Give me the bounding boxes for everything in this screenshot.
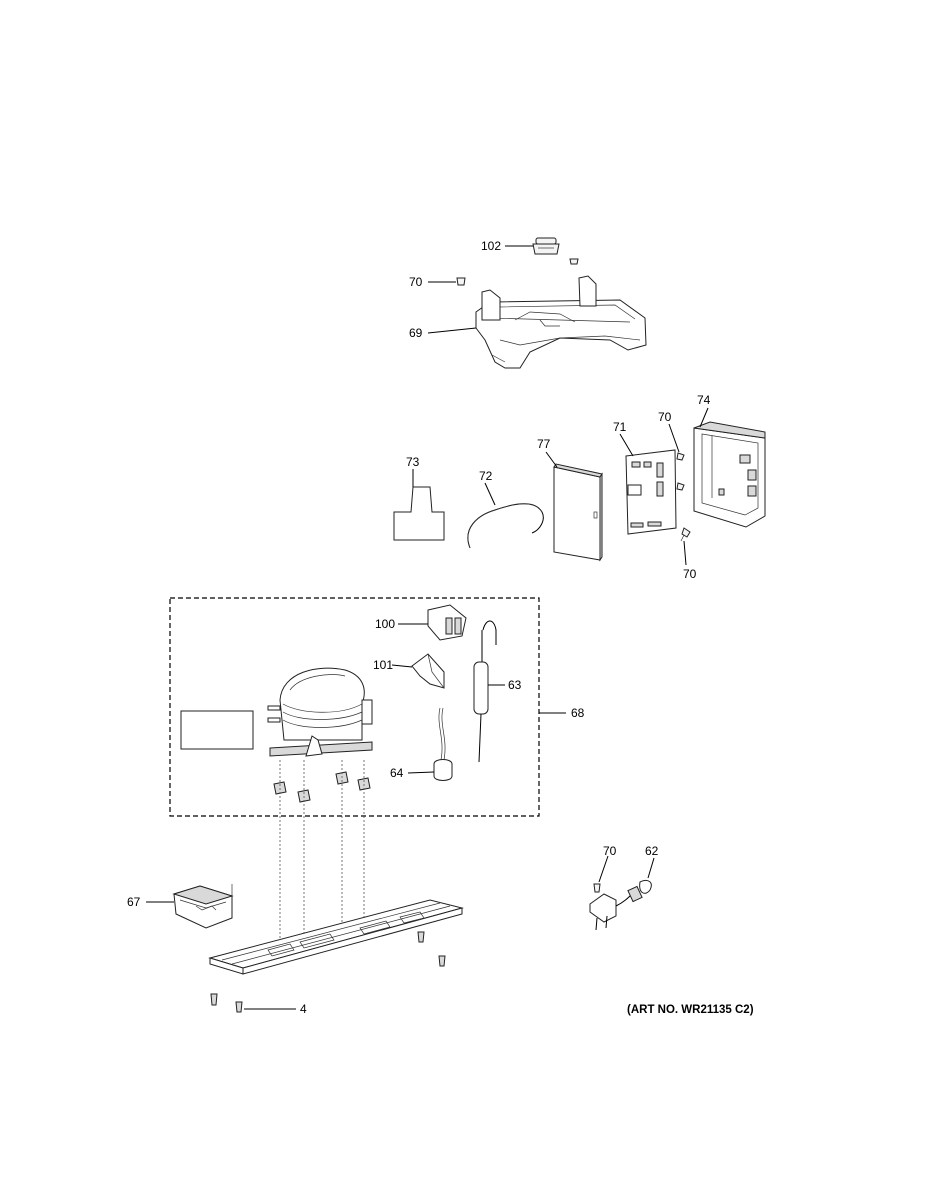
base-rail[interactable]: [208, 899, 464, 975]
callout-70-top: 70: [409, 275, 423, 289]
part-70-screw-box[interactable]: [680, 527, 691, 542]
part-70-screw-board[interactable]: [676, 452, 685, 491]
part-73-foam-block[interactable]: [393, 486, 445, 541]
group-68-frame: [169, 597, 540, 817]
part-67-cover-box[interactable]: [172, 884, 234, 929]
callout-68: 68: [571, 706, 585, 720]
leader-101: [391, 664, 413, 668]
part-100-relay[interactable]: [427, 604, 467, 641]
part-102-cap[interactable]: [532, 237, 560, 255]
compressor[interactable]: [267, 667, 373, 757]
callout-62: 62: [645, 844, 659, 858]
leader-70-cord: [598, 855, 609, 883]
callout-70-board: 70: [658, 410, 672, 424]
part-69-tray[interactable]: [475, 275, 647, 369]
callout-64: 64: [390, 766, 404, 780]
mounting-lines: [279, 760, 365, 950]
part-70-screw-top[interactable]: [456, 277, 466, 286]
callout-69: 69: [409, 326, 423, 340]
part-77-cover[interactable]: [553, 463, 603, 562]
base-screws[interactable]: [210, 931, 446, 1013]
callout-63: 63: [508, 678, 522, 692]
leader-72: [484, 482, 496, 506]
leader-62: [647, 857, 655, 879]
callout-70-cord: 70: [603, 844, 617, 858]
screw-icon: [569, 258, 579, 265]
callout-70-box: 70: [683, 567, 697, 581]
leader-77: [545, 451, 558, 468]
leader-70-box: [683, 540, 687, 566]
part-72-wire[interactable]: [467, 503, 544, 549]
leader-74: [699, 407, 709, 428]
callout-72: 72: [479, 469, 493, 483]
leader-70-board: [668, 423, 680, 453]
leader-69: [427, 327, 477, 334]
part-71-board[interactable]: [625, 449, 677, 535]
callout-77: 77: [537, 437, 551, 451]
part-63-drier[interactable]: [473, 620, 497, 763]
callout-102: 102: [481, 239, 501, 253]
part-101-overload[interactable]: [411, 653, 445, 689]
callout-73: 73: [406, 455, 420, 469]
callout-101: 101: [373, 658, 393, 672]
art-number: (ART NO. WR21135 C2): [627, 1004, 754, 1016]
label-placeholder: [180, 710, 254, 750]
part-64-capacitor[interactable]: [433, 707, 453, 781]
leader-71: [619, 433, 634, 457]
part-70-screw-cord[interactable]: [593, 883, 601, 893]
callout-71: 71: [613, 420, 627, 434]
grommets[interactable]: [273, 771, 371, 803]
callout-100: 100: [375, 617, 395, 631]
part-74-box[interactable]: [693, 421, 766, 528]
callout-74: 74: [697, 393, 711, 407]
part-62-power-cord[interactable]: [589, 879, 652, 931]
callout-4: 4: [300, 1002, 307, 1016]
callout-67: 67: [127, 895, 141, 909]
leader-64: [407, 771, 435, 774]
